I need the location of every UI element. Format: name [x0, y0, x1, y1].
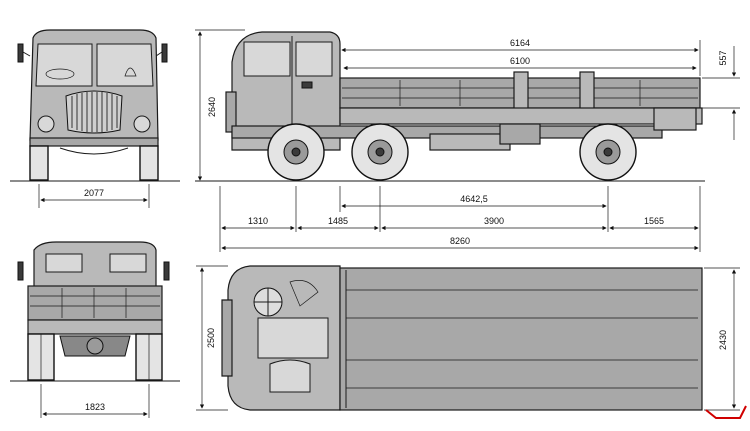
rear-view	[10, 241, 180, 418]
dim-bed-width: 2430	[718, 330, 728, 350]
length-dimensions	[219, 186, 701, 252]
dim-rear-track: 1823	[85, 402, 105, 412]
dim-axle-spacing-rear: 3900	[484, 216, 504, 226]
dim-bed-length-outer: 6164	[510, 38, 530, 48]
corner-marker	[705, 405, 747, 419]
dim-bed-length-inner: 6100	[510, 56, 530, 66]
dim-front-track: 2077	[84, 188, 104, 198]
front-view	[10, 29, 180, 208]
dim-height: 2640	[207, 97, 217, 117]
dim-width: 2500	[206, 328, 216, 348]
dim-rear-overhang: 1565	[644, 216, 664, 226]
dim-axle-spacing-front: 1485	[328, 216, 348, 226]
dim-wheelbase-total: 4642,5	[460, 194, 488, 204]
dim-side-height: 557	[718, 50, 728, 65]
side-view	[195, 29, 740, 182]
dim-front-overhang: 1310	[248, 216, 268, 226]
top-view	[196, 265, 740, 411]
dim-overall-length: 8260	[450, 236, 470, 246]
